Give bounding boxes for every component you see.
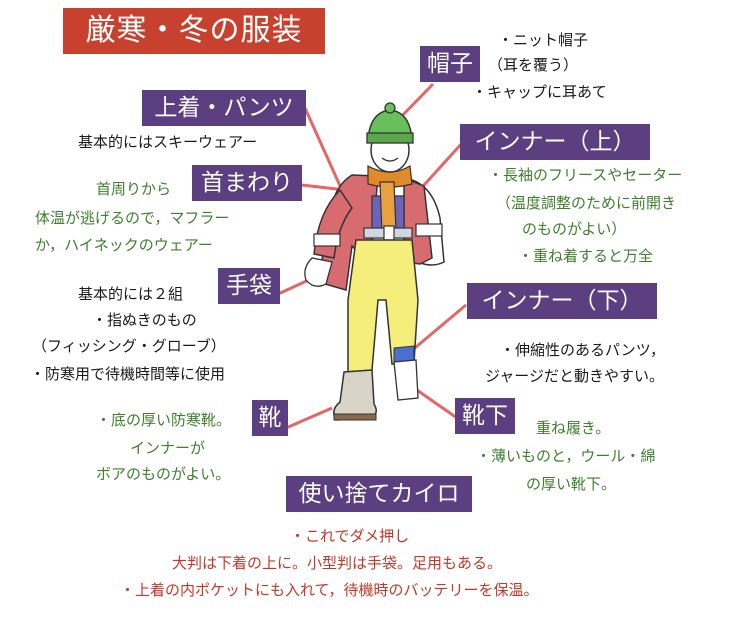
socks-note-1: 重ね履き。 xyxy=(536,419,611,437)
hat-note-2: （耳を覆う） xyxy=(488,56,579,74)
label-hat: 帽子 xyxy=(420,46,480,82)
hat-note-1: ・ニット帽子 xyxy=(498,31,589,49)
gloves-note-1: 基本的には２組 xyxy=(78,285,184,303)
inner-bottom-note-1: ・伸縮性のあるパンツ， xyxy=(500,341,666,359)
hat-note-3: ・キャップに耳あて xyxy=(472,83,607,101)
label-socks: 靴下 xyxy=(455,398,515,434)
page-title: 厳寒・冬の服装 xyxy=(63,8,325,54)
socks-note-3: の厚い靴下。 xyxy=(526,475,617,493)
label-boots: 靴 xyxy=(252,400,288,436)
boots-note-2: インナーが xyxy=(130,439,206,457)
neck-note-2: 体温が逃げるので，マフラー xyxy=(35,209,230,227)
warmer-note-1: ・これでダメ押し xyxy=(290,527,410,545)
inner-top-note-4: ・重ね着すると万全 xyxy=(518,247,654,265)
connector-hat xyxy=(396,82,435,122)
label-neck: 首まわり xyxy=(192,165,302,201)
label-inner-top: インナー（上） xyxy=(460,124,650,160)
gloves-note-3: （フィッシング・グローブ） xyxy=(32,337,226,355)
inner-top-note-2: （温度調整のために前開き xyxy=(496,194,677,212)
neck-note-3: か，ハイネックのウェアー xyxy=(35,236,213,254)
neck-note-1: 首周りから xyxy=(96,180,172,198)
connector-boots xyxy=(285,406,333,430)
gloves-note-4: ・防寒用で待機時間等に使用 xyxy=(30,365,226,383)
inner-top-note-1: ・長袖のフリースやセーター xyxy=(488,166,683,184)
label-inner-bottom: インナー（下） xyxy=(467,283,657,319)
boots-note-1: ・底の厚い防寒靴。 xyxy=(96,411,232,429)
label-heat-pack: 使い捨てカイロ xyxy=(286,476,472,512)
socks-note-2: ・薄いものと，ウール・綿 xyxy=(476,447,656,465)
warmer-note-2: 大判は下着の上に。小型判は手袋。足用もある。 xyxy=(172,554,503,572)
label-gloves: 手袋 xyxy=(218,268,280,304)
boots-note-3: ボアのものがよい。 xyxy=(96,465,231,483)
label-jacket-pants: 上着・パンツ xyxy=(142,90,306,126)
connector-inner-bottom xyxy=(409,303,467,354)
warmer-note-3: ・上着の内ポケットにも入れて，待機時のバッテリーを保温。 xyxy=(120,581,539,599)
gloves-note-2: ・指ぬきのもの xyxy=(92,311,197,329)
inner-top-note-3: のものがよい） xyxy=(522,220,627,238)
jacket-note-1: 基本的にはスキーウェアー xyxy=(78,133,258,151)
inner-bottom-note-2: ジャージだと動きやすい。 xyxy=(485,367,664,385)
connector-socks xyxy=(413,386,458,420)
